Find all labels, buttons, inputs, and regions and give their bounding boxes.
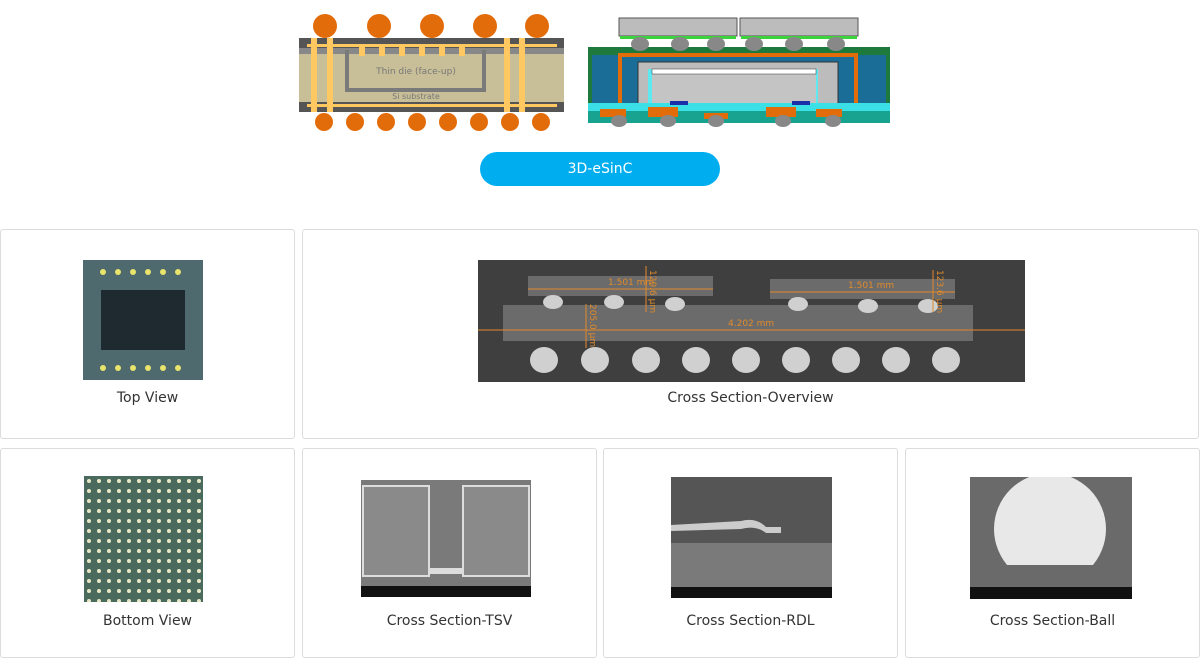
top-view-photo — [83, 260, 203, 380]
gallery-card-bottom-view[interactable]: Bottom View — [0, 448, 295, 658]
caption: Cross Section-Overview — [667, 390, 834, 406]
3d-esinc-button[interactable]: 3D-eSinC — [480, 152, 720, 186]
measurement-label: 120.6 µm — [647, 270, 657, 313]
bottom-view-photo — [84, 476, 203, 602]
gallery-card-cross-section-tsv[interactable]: Cross Section-TSV — [302, 448, 597, 658]
package-diagram-left: Thin die (face-up) Si substrate — [299, 14, 564, 131]
cross-section-rdl-photo — [671, 477, 832, 598]
diagram-label-thin-die: Thin die (face-up) — [375, 67, 456, 77]
gallery-card-cross-section-rdl[interactable]: Cross Section-RDL — [603, 448, 898, 658]
measurement-label: 1.501 mm — [848, 281, 894, 291]
measurement-label: 4.202 mm — [728, 319, 774, 329]
caption: Cross Section-TSV — [386, 613, 513, 629]
gallery-card-cross-section-overview[interactable]: 1.501 mm 120.6 µm 1.501 mm 123.6 µm 4.20… — [302, 229, 1199, 439]
caption: Bottom View — [102, 613, 193, 629]
measurement-label: 205.0 µm — [587, 304, 597, 347]
caption: Top View — [116, 390, 179, 406]
gallery-card-top-view[interactable]: Top View — [0, 229, 295, 439]
caption: Cross Section-RDL — [686, 613, 815, 629]
cross-section-ball-photo — [970, 477, 1132, 599]
caption: Cross Section-Ball — [989, 613, 1116, 629]
diagram-label-si-substrate: Si substrate — [392, 92, 440, 101]
package-diagram-right — [588, 17, 890, 127]
gallery-card-cross-section-ball[interactable]: Cross Section-Ball — [905, 448, 1200, 658]
measurement-label: 1.501 mm — [608, 278, 654, 288]
cross-section-overview-photo: 1.501 mm 120.6 µm 1.501 mm 123.6 µm 4.20… — [478, 260, 1025, 382]
cross-section-tsv-photo — [361, 480, 531, 597]
measurement-label: 123.6 µm — [934, 270, 944, 313]
